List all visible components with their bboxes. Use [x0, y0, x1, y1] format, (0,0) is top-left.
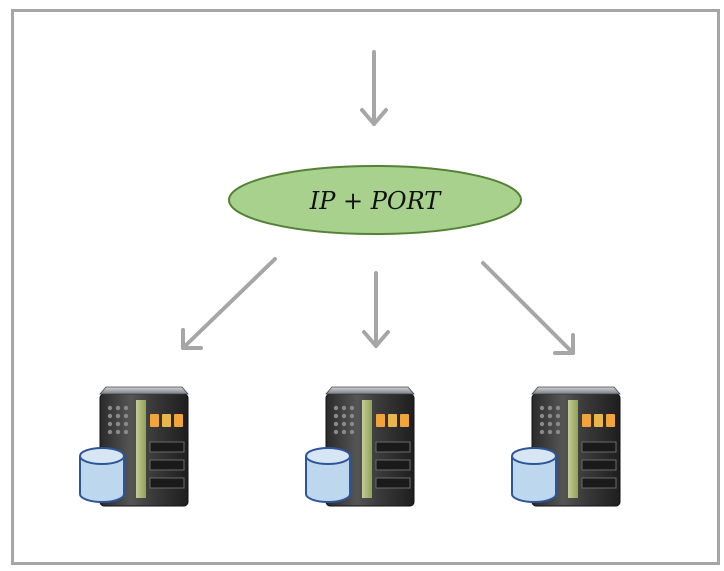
arrow-to-server-1 [181, 257, 277, 350]
arrow-to-server-2 [362, 271, 390, 348]
server-with-database-icon [79, 386, 189, 507]
ip-port-node [228, 165, 522, 235]
arrow-incoming [360, 50, 388, 126]
arrow-to-server-3 [481, 261, 575, 355]
server-with-database-icon [305, 386, 415, 507]
server-with-database-icon [511, 386, 621, 507]
